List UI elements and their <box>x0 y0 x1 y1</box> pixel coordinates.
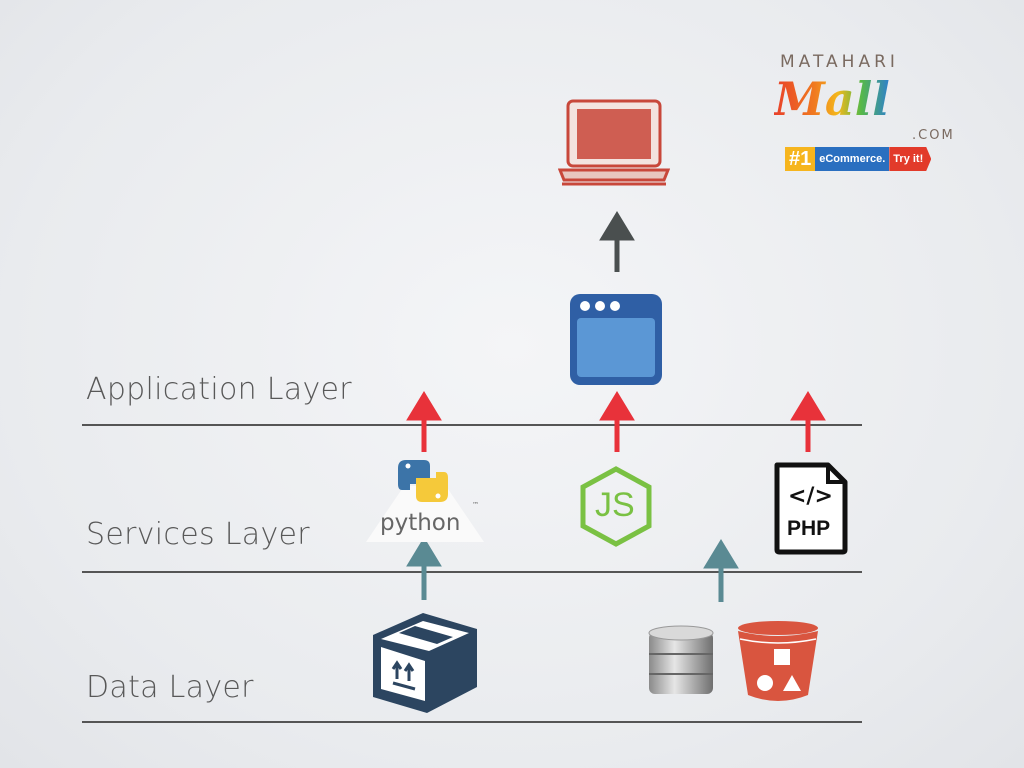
python-label: python <box>380 510 461 536</box>
services-layer-label: Services Layer <box>86 517 310 552</box>
logo-badge-rank: #1 <box>785 147 816 171</box>
nodejs-logo: JS <box>579 465 653 548</box>
logo-main-text: Mall <box>774 72 890 126</box>
database-icon <box>648 625 714 694</box>
php-file-icon: </> PHP <box>772 462 848 555</box>
logo-badge-cta: Try it! <box>889 147 932 171</box>
package-box-icon <box>373 613 477 713</box>
data-layer-label: Data Layer <box>86 670 254 705</box>
python-logo: python ™ <box>366 456 484 542</box>
php-code-glyph: </> <box>788 484 833 509</box>
logo-badge-text: eCommerce. <box>815 147 890 171</box>
storage-bucket-icon <box>738 621 818 701</box>
file-icon <box>774 462 848 555</box>
arrow-python-to-app <box>406 391 442 452</box>
arrow-php-to-app <box>790 391 826 452</box>
browser-window-icon <box>570 294 662 385</box>
laptop-icon <box>558 99 670 186</box>
arrow-browser-to-laptop <box>599 211 635 272</box>
arrow-box-to-python <box>406 537 442 600</box>
nodejs-hexagon-icon <box>580 466 652 547</box>
logo-badge: #1 eCommerce. Try it! <box>785 147 932 171</box>
services-layer-divider <box>82 571 862 573</box>
data-layer-divider <box>82 721 862 723</box>
application-layer-label: Application Layer <box>86 372 352 407</box>
application-layer-divider <box>82 424 862 426</box>
nodejs-label: JS <box>595 486 635 524</box>
python-trademark: ™ <box>472 501 479 509</box>
arrow-node-to-app <box>599 391 635 452</box>
logo-suffix: .COM <box>912 128 955 143</box>
logo-top-text: MATAHARI <box>780 52 899 72</box>
python-icon <box>366 460 484 542</box>
php-label: PHP <box>787 517 831 540</box>
matahari-mall-logo: MATAHARI Mall .COM #1 eCommerce. Try it! <box>770 52 966 174</box>
